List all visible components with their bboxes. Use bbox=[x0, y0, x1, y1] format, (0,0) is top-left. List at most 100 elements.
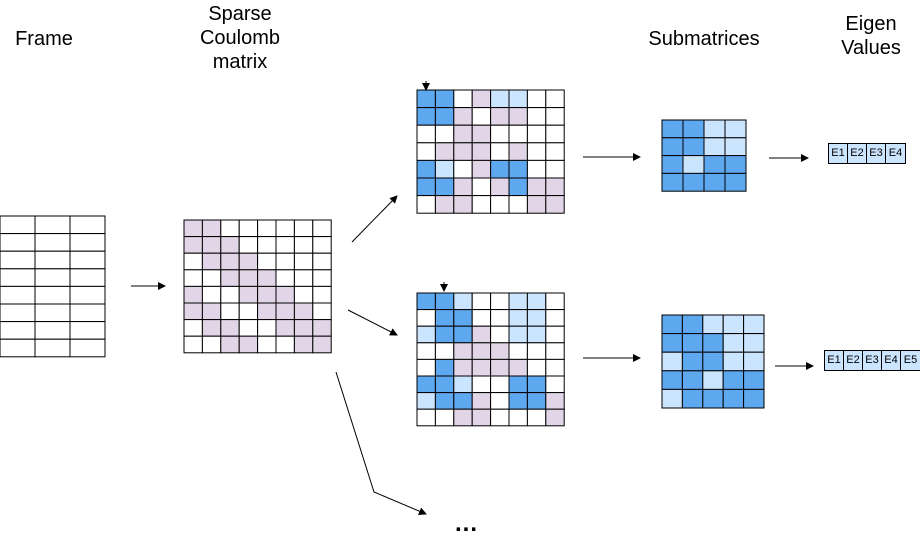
matrix-cell bbox=[661, 351, 683, 372]
matrix-cell bbox=[724, 137, 747, 157]
matrix-cell bbox=[453, 408, 473, 427]
matrix-cell bbox=[201, 269, 222, 287]
submatrix-2 bbox=[661, 314, 765, 409]
frame-table-cell bbox=[69, 215, 106, 235]
matrix-cell bbox=[490, 375, 510, 394]
matrix-cell bbox=[526, 375, 547, 394]
matrix-cell bbox=[183, 252, 203, 271]
matrix-cell bbox=[490, 342, 510, 360]
frame-table-cell bbox=[0, 233, 36, 252]
matrix-cell bbox=[453, 392, 473, 410]
matrix-cell bbox=[743, 370, 765, 390]
frame-table-cell bbox=[69, 321, 106, 340]
matrix-cell bbox=[682, 155, 705, 174]
coulomb-title-line-1: Sparse bbox=[208, 3, 272, 25]
matrix-cell bbox=[508, 309, 528, 327]
matrix-cell bbox=[702, 351, 724, 372]
frame-table-cell bbox=[69, 250, 106, 270]
matrix-cell bbox=[490, 107, 510, 126]
frame-table-cell bbox=[34, 285, 71, 305]
matrix-cell bbox=[453, 358, 473, 377]
matrix-cell bbox=[682, 137, 705, 157]
matrix-cell bbox=[508, 358, 528, 377]
matrix-cell bbox=[508, 408, 528, 427]
eigenvalues-title: Eigen Values bbox=[822, 12, 920, 60]
matrix-cell bbox=[661, 137, 684, 157]
matrix-cell bbox=[508, 392, 528, 410]
eigen-title-line-1: Eigen bbox=[845, 13, 897, 35]
matrix-cell bbox=[681, 314, 704, 335]
matrix-cell bbox=[490, 177, 510, 197]
matrix-cell bbox=[201, 285, 222, 304]
matrix-cell bbox=[526, 107, 547, 126]
matrix-cell bbox=[238, 219, 259, 238]
matrix-cell bbox=[220, 252, 240, 271]
frame-table-cell bbox=[34, 268, 71, 287]
matrix-cell bbox=[508, 375, 528, 394]
matrix-cell bbox=[703, 137, 726, 157]
matrix-cell bbox=[526, 325, 547, 344]
matrix-cell bbox=[434, 195, 455, 214]
matrix-cell bbox=[702, 333, 724, 353]
matrix-cell bbox=[743, 351, 765, 372]
matrix-cell bbox=[183, 285, 203, 304]
arrow-to-matrix-1 bbox=[351, 195, 398, 243]
eigenvalue-cell: E3 bbox=[867, 144, 886, 163]
matrix-cell bbox=[545, 142, 565, 161]
matrix-cell bbox=[743, 314, 765, 335]
eigenvalues-strip-1: E1 E2 E3 E4 bbox=[828, 143, 906, 164]
matrix-cell bbox=[453, 159, 473, 179]
matrix-cell bbox=[681, 370, 704, 390]
matrix-cell bbox=[453, 342, 473, 360]
matrix-cell bbox=[293, 252, 314, 271]
matrix-cell bbox=[434, 309, 455, 327]
matrix-cell bbox=[275, 302, 295, 321]
matrix-cell bbox=[257, 269, 277, 287]
arrow-to-more bbox=[335, 371, 427, 515]
matrix-cell bbox=[257, 252, 277, 271]
eigen-title-line-2: Values bbox=[841, 37, 901, 59]
matrix-cell bbox=[722, 370, 745, 390]
matrix-cell bbox=[471, 408, 492, 427]
matrix-cell bbox=[490, 159, 510, 179]
matrix-cell bbox=[434, 124, 455, 144]
matrix-cell bbox=[238, 269, 259, 287]
matrix-cell bbox=[293, 302, 314, 321]
matrix-cell bbox=[490, 309, 510, 327]
matrix-cell bbox=[526, 195, 547, 214]
eigenvalue-cell: E3 bbox=[863, 351, 882, 370]
matrix-cell bbox=[257, 319, 277, 337]
matrix-cell bbox=[434, 358, 455, 377]
matrix-cell bbox=[257, 302, 277, 321]
matrix-cell bbox=[545, 309, 565, 327]
matrix-cell bbox=[220, 319, 240, 337]
eigenvalue-cell: E5 bbox=[901, 351, 920, 370]
matrix-cell bbox=[661, 333, 683, 353]
matrix-cell bbox=[545, 177, 565, 197]
matrix-cell bbox=[220, 236, 240, 254]
matrix-cell bbox=[238, 335, 259, 354]
matrix-cell bbox=[275, 335, 295, 354]
matrix-cell bbox=[682, 172, 705, 192]
matrix-cell bbox=[183, 335, 203, 354]
submatrices-title: Submatrices bbox=[630, 27, 778, 51]
matrix-cell bbox=[471, 107, 492, 126]
matrix-cell bbox=[293, 236, 314, 254]
matrix-cell bbox=[490, 195, 510, 214]
matrix-cell bbox=[702, 370, 724, 390]
matrix-cell bbox=[490, 392, 510, 410]
matrix-cell bbox=[312, 252, 332, 271]
matrix-cell bbox=[490, 292, 510, 311]
matrix-cell bbox=[508, 292, 528, 311]
matrix-cell bbox=[293, 335, 314, 354]
matrix-cell bbox=[722, 314, 745, 335]
matrix-cell bbox=[661, 370, 683, 390]
matrix-cell bbox=[183, 302, 203, 321]
matrix-cell bbox=[545, 408, 565, 427]
matrix-cell bbox=[416, 309, 436, 327]
frame-table-cell bbox=[34, 215, 71, 235]
matrix-cell bbox=[312, 236, 332, 254]
frame-table-cell bbox=[69, 303, 106, 323]
matrix-cell bbox=[526, 142, 547, 161]
matrix-cell bbox=[490, 142, 510, 161]
